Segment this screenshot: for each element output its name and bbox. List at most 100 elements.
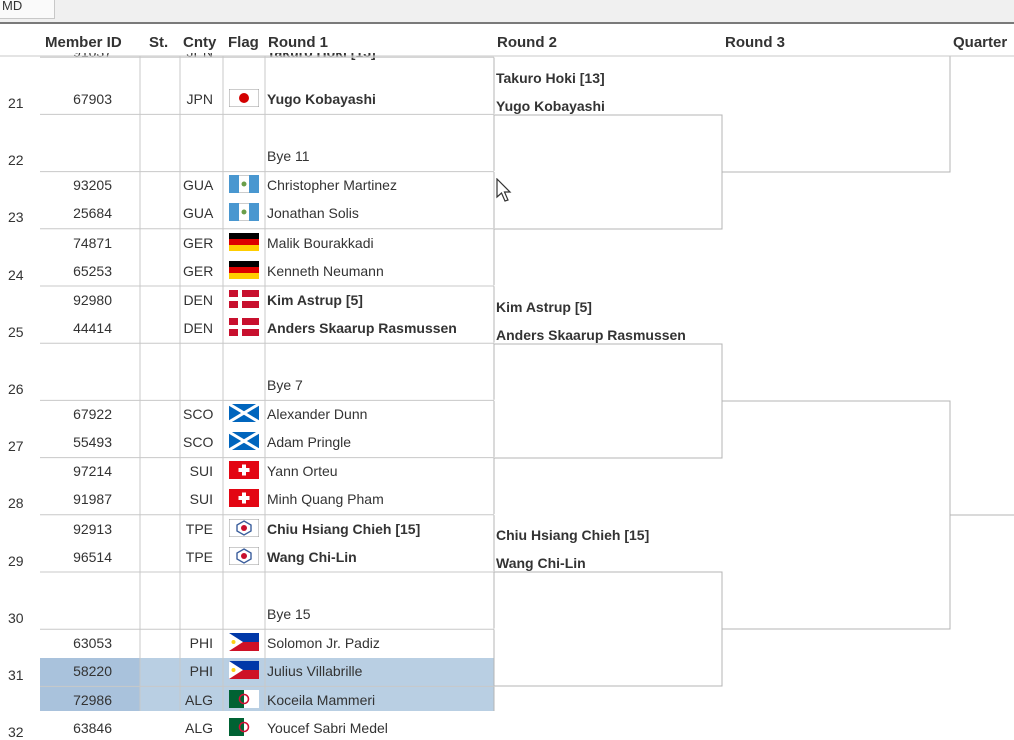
member-id-cell[interactable]: 92980 <box>73 291 112 308</box>
r2-slot[interactable]: Wang Chi-Lin <box>496 555 586 571</box>
member-id-cell[interactable]: 96514 <box>73 548 112 565</box>
match-number: 27 <box>8 438 24 455</box>
tpe-flag-icon <box>229 518 259 537</box>
player-name[interactable]: Kenneth Neumann <box>267 262 384 279</box>
country-cell[interactable]: DEN <box>183 291 213 308</box>
bye-slot[interactable]: Bye 15 <box>267 605 311 622</box>
player-name[interactable]: Minh Quang Pham <box>267 491 384 508</box>
col-member-id[interactable]: Member ID <box>45 34 122 51</box>
player-name[interactable]: Youcef Sabri Medel <box>267 720 388 737</box>
player-name[interactable]: Wang Chi-Lin <box>267 548 357 565</box>
r2-slot[interactable]: Yugo Kobayashi <box>496 98 605 114</box>
player-name[interactable]: Jonathan Solis <box>267 205 359 222</box>
member-id-cell[interactable]: 67922 <box>73 406 112 423</box>
match-number: 25 <box>8 323 24 340</box>
sui-flag-icon <box>229 461 259 480</box>
player-name[interactable]: Alexander Dunn <box>267 406 368 423</box>
country-cell[interactable]: ALG <box>184 720 213 737</box>
country-cell[interactable]: ALG <box>184 692 213 709</box>
match-number: 32 <box>8 724 24 740</box>
col-round2[interactable]: Round 2 <box>497 34 557 51</box>
player-name[interactable]: Adam Pringle <box>267 434 352 451</box>
sui-flag-icon <box>229 489 259 508</box>
alg-flag-icon <box>229 718 259 737</box>
country-cell[interactable]: TPE <box>185 548 213 565</box>
sco-flag-icon <box>229 404 259 423</box>
country-cell[interactable]: JPN <box>186 91 213 107</box>
col-round3[interactable]: Round 3 <box>725 34 785 51</box>
member-id-cell[interactable]: 67903 <box>73 91 112 107</box>
country-cell[interactable]: SCO <box>183 406 214 423</box>
col-flag[interactable]: Flag <box>228 34 259 51</box>
member-id-cell[interactable]: 91037 <box>60 53 112 60</box>
col-status[interactable]: St. <box>149 34 169 51</box>
jpn-flag-icon <box>229 89 259 107</box>
den-flag-icon <box>229 289 259 308</box>
r2-slot[interactable]: Kim Astrup [5] <box>496 299 592 315</box>
r2-slot[interactable]: Chiu Hsiang Chieh [15] <box>496 527 650 543</box>
match-number: 26 <box>8 381 24 397</box>
member-id-cell[interactable]: 65253 <box>73 262 112 279</box>
country-cell[interactable]: GER <box>183 234 214 251</box>
player-name[interactable]: Solomon Jr. Padiz <box>267 635 380 651</box>
match-number: 24 <box>8 266 24 283</box>
member-id-cell[interactable]: 55493 <box>73 434 112 451</box>
member-id-cell[interactable]: 58220 <box>73 663 112 679</box>
ger-flag-icon <box>229 232 259 251</box>
member-id-cell[interactable]: 63846 <box>73 720 112 737</box>
member-id-cell[interactable]: 72986 <box>73 692 112 709</box>
country-cell[interactable]: GER <box>183 262 214 279</box>
col-quarter[interactable]: Quarter <box>953 34 1008 51</box>
sco-flag-icon <box>229 432 259 451</box>
member-id-cell[interactable]: 92913 <box>73 520 112 537</box>
player-name[interactable]: Chiu Hsiang Chieh [15] <box>267 520 421 537</box>
country-cell[interactable]: SUI <box>189 491 213 508</box>
player-name[interactable]: Koceila Mammeri <box>267 692 376 709</box>
tpe-flag-icon <box>229 546 259 565</box>
member-id-cell[interactable]: 25684 <box>73 205 112 222</box>
player-name[interactable]: Yann Orteu <box>267 463 338 480</box>
country-cell[interactable]: GUA <box>183 177 214 194</box>
member-id-cell[interactable]: 63053 <box>73 635 112 651</box>
phi-flag-icon <box>229 661 259 679</box>
match-number: 21 <box>8 95 24 111</box>
selected-id-highlight <box>40 658 140 711</box>
member-id-cell[interactable]: 97214 <box>73 463 112 480</box>
top-toolbar: MD <box>0 0 1014 24</box>
r2-slot[interactable]: Takuro Hoki [13] <box>496 70 605 86</box>
country-cell[interactable]: SUI <box>189 463 213 480</box>
bye-slot[interactable]: Bye 11 <box>267 148 310 165</box>
player-name[interactable]: Takuro Hoki [13] <box>267 53 376 60</box>
den-flag-icon <box>229 317 259 336</box>
player-name[interactable]: Malik Bourakkadi <box>267 234 374 251</box>
bye-slot[interactable]: Bye 7 <box>267 377 303 393</box>
country-cell[interactable]: SCO <box>183 434 214 451</box>
player-name[interactable]: Yugo Kobayashi <box>267 91 376 107</box>
player-name[interactable]: Kim Astrup [5] <box>267 291 363 308</box>
country-cell[interactable]: DEN <box>183 319 213 336</box>
player-name[interactable]: Christopher Martinez <box>267 177 397 194</box>
alg-flag-icon <box>229 690 259 709</box>
country-cell[interactable]: PHI <box>189 663 213 679</box>
country-cell[interactable]: PHI <box>189 635 213 651</box>
player-name[interactable]: Anders Skaarup Rasmussen <box>267 319 457 336</box>
col-round1[interactable]: Round 1 <box>268 34 328 51</box>
match-number: 28 <box>8 495 24 512</box>
member-id-cell[interactable]: 44414 <box>73 319 112 336</box>
member-id-cell[interactable]: 93205 <box>73 177 112 194</box>
tab-md[interactable]: MD <box>0 0 55 19</box>
column-header-row: Member ID St. Cnty Flag Round 1 Round 2 … <box>0 24 1014 54</box>
country-cell[interactable]: JPN <box>183 53 213 60</box>
match-number: 31 <box>8 667 24 683</box>
member-id-cell[interactable]: 74871 <box>73 234 112 251</box>
member-id-cell[interactable]: 91987 <box>73 491 112 508</box>
r2-slot[interactable]: Anders Skaarup Rasmussen <box>496 327 686 343</box>
match-number: 29 <box>8 552 24 569</box>
ger-flag-icon <box>229 260 259 279</box>
col-country[interactable]: Cnty <box>183 34 217 51</box>
player-name[interactable]: Julius Villabrille <box>267 663 363 679</box>
country-cell[interactable]: TPE <box>185 520 213 537</box>
match-number: 23 <box>8 209 24 226</box>
country-cell[interactable]: GUA <box>183 205 214 222</box>
mouse-cursor-icon <box>496 178 512 202</box>
